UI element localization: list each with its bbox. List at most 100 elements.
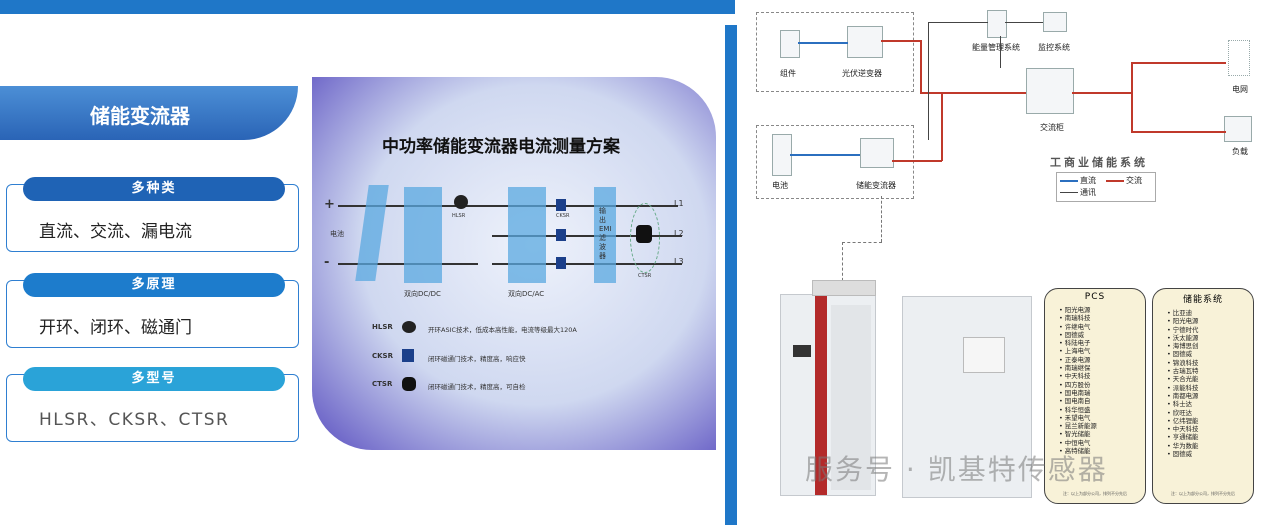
component-label: 组件 [780, 69, 796, 78]
ac-wire [1131, 131, 1226, 133]
solar-panel-icon [780, 30, 800, 58]
system-title: 工商业储能系统 [1050, 156, 1148, 169]
pv-inverter-label: 光伏逆变器 [842, 69, 882, 78]
ac-wire [920, 40, 922, 92]
brand-item: • 许继电气 [1059, 322, 1091, 331]
minus-label: - [324, 255, 330, 270]
brand-item: • 中恒电气 [1059, 438, 1091, 447]
brand-item: • 亨通储能 [1167, 433, 1199, 442]
legend-comm-swatch [1060, 192, 1078, 193]
pointer-line [842, 242, 844, 286]
legend-desc: 开环ASIC技术，低成本高性能，电流等级最大120A [428, 326, 577, 334]
output-l3: L3 [674, 257, 684, 266]
brand-item: • 欣旺达 [1167, 408, 1192, 417]
ac-cabinet-label: 交流柜 [1040, 123, 1064, 132]
category-pill: 多种类 [23, 177, 285, 201]
brand-item: • 古瑞瓦特 [1167, 367, 1199, 376]
dc-wire [798, 42, 848, 44]
ems-label: 能量管理系统 [972, 43, 1020, 52]
legend-comm-label: 通讯 [1080, 188, 1096, 197]
pv-inverter-icon [847, 26, 883, 58]
brand-item: • 正泰电源 [1059, 355, 1091, 364]
brand-item: • 高特储能 [1059, 447, 1091, 456]
ctsr-loop [630, 203, 660, 273]
category-pill: 多原理 [23, 273, 285, 297]
legend-dc-swatch [1060, 180, 1078, 182]
ac-wire [881, 40, 921, 42]
brand-item: • 南瑞继保 [1059, 364, 1091, 373]
grid-tower-icon [1228, 40, 1250, 76]
pcs-label: 储能变流器 [856, 181, 896, 190]
brand-item: • 阳光电源 [1167, 317, 1199, 326]
panel-footnote: 注：以上为部分公司，排列不分先后 [1171, 491, 1235, 496]
ctsr-sensor-icon [402, 377, 416, 391]
cabinet-red-stripe [815, 295, 827, 495]
battery-label: 电池 [772, 181, 788, 190]
legend-name: CTSR [372, 380, 393, 388]
brand-item: • 科陆电子 [1059, 339, 1091, 348]
ac-wire [1131, 62, 1226, 64]
brand-item: • 锦浪科技 [1167, 358, 1199, 367]
brand-item: • 固德威 [1167, 450, 1192, 459]
photo-title: 中功率储能变流器电流测量方案 [382, 137, 620, 157]
pcs-brand-panel: PCS • 阳光电源• 南瑞科技• 许继电气• 固德威• 科陆电子• 上海电气•… [1044, 288, 1146, 504]
ess-brand-panel: 储能系统 • 比亚迪• 阳光电源• 宁德时代• 沃太能源• 海博思创• 固德威•… [1152, 288, 1254, 504]
dcac-block [508, 187, 546, 283]
brand-item: • 比亚迪 [1167, 309, 1192, 317]
dc-wire [790, 154, 860, 156]
category-text: 直流、交流、漏电流 [39, 222, 192, 242]
pcs-icon [860, 138, 894, 168]
server-icon [987, 10, 1007, 38]
ac-wire [892, 160, 942, 162]
brand-item: • 南瑞科技 [1059, 314, 1091, 323]
cksr-sensor-icon [402, 349, 414, 362]
top-accent-bar [0, 0, 735, 14]
brand-item: • 派能科技 [1167, 383, 1199, 392]
brand-item: • 中天科技 [1059, 372, 1091, 381]
brand-item: • 阳光电源 [1059, 306, 1091, 314]
brand-item: • 昆兰新能源 [1059, 422, 1097, 431]
pointer-line [881, 196, 883, 242]
brand-item: • 固德威 [1167, 350, 1192, 359]
battery-block [355, 185, 389, 281]
emi-label: 输出EMI滤波器 [599, 207, 612, 260]
ac-wire [1072, 92, 1132, 94]
output-l2: L2 [674, 229, 684, 238]
category-text: HLSR、CKSR、CTSR [39, 410, 230, 430]
brand-item: • 沃太能源 [1167, 333, 1199, 342]
legend-box [1056, 172, 1156, 202]
comm-wire [1000, 36, 1001, 68]
category-card-types: 多种类 直流、交流、漏电流 [6, 177, 299, 252]
grid-label: 电网 [1232, 85, 1248, 94]
cksr-small-label: CKSR [556, 213, 570, 219]
category-pill: 多型号 [23, 367, 285, 391]
brand-item: • 中天科技 [1167, 425, 1199, 434]
cksr-sensor-icon [556, 199, 566, 211]
divider-bar [725, 25, 737, 525]
section-title: 储能变流器 [90, 104, 190, 128]
legend-dc-label: 直流 [1080, 176, 1096, 185]
category-card-models: 多型号 HLSR、CKSR、CTSR [6, 367, 299, 442]
section-title-banner: 储能变流器 [0, 86, 298, 140]
brand-item: • 海博思创 [1167, 342, 1199, 351]
ac-wire [941, 92, 943, 161]
brand-list: • 比亚迪• 阳光电源• 宁德时代• 沃太能源• 海博思创• 固德威• 锦浪科技… [1153, 309, 1253, 458]
brand-item: • 天合光能 [1167, 375, 1199, 384]
output-l1: L1 [674, 199, 684, 208]
comm-wire [1005, 22, 1043, 23]
cabinet-door [831, 305, 871, 490]
legend-desc: 闭环磁通门技术，精度高，响应快 [428, 355, 526, 363]
category-card-principles: 多原理 开环、闭环、磁通门 [6, 273, 299, 348]
cabinet-control-panel [963, 337, 1005, 373]
panel-title: 储能系统 [1182, 295, 1223, 305]
pv-group-box [756, 12, 914, 92]
load-label: 负载 [1232, 147, 1248, 156]
panel-title: PCS [1084, 292, 1106, 302]
hlsr-sensor-icon [402, 321, 416, 333]
brand-list: • 阳光电源• 南瑞科技• 许继电气• 固德威• 科陆电子• 上海电气• 正泰电… [1045, 306, 1145, 455]
category-text: 开环、闭环、磁通门 [39, 318, 192, 338]
ac-wire [920, 92, 1026, 94]
pointer-line [842, 242, 882, 244]
ac-l2-wire [492, 235, 682, 237]
legend-ac-label: 交流 [1126, 176, 1142, 185]
